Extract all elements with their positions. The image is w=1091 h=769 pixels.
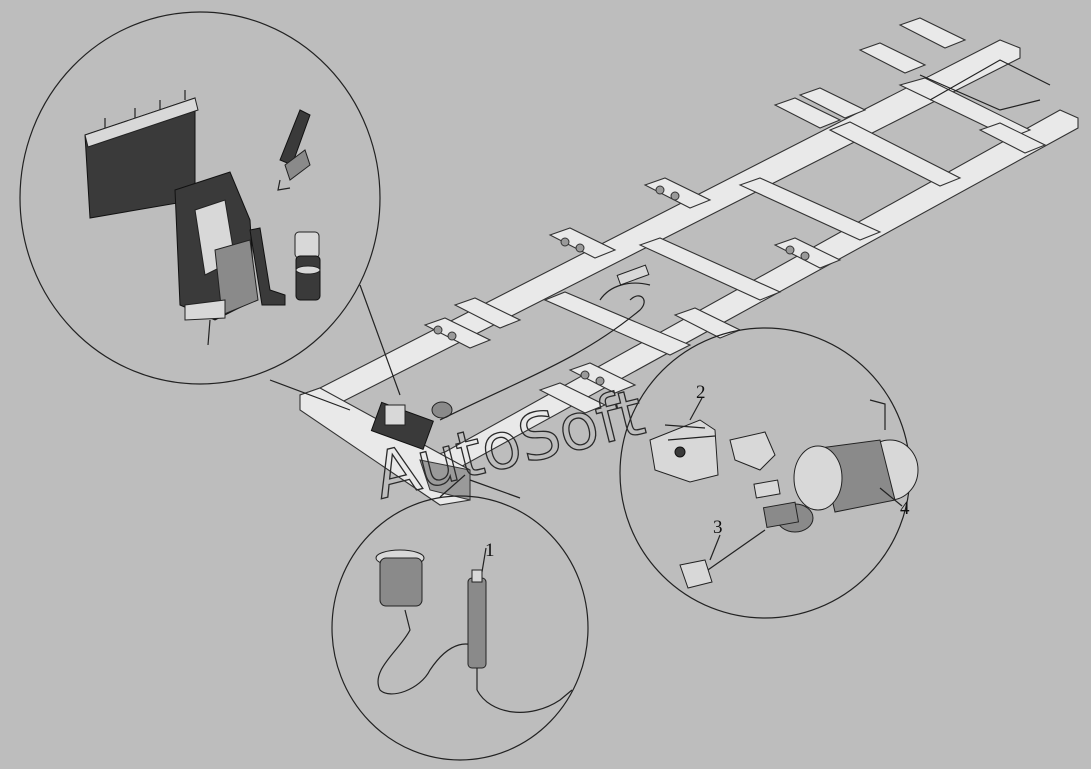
callout-4: 4 xyxy=(900,498,910,519)
bracket-holes xyxy=(433,185,810,386)
booster-flange xyxy=(793,445,843,511)
front-crossmember-face xyxy=(419,459,471,501)
brake-pedal-arm xyxy=(249,227,286,306)
detail-circle-booster xyxy=(619,327,919,619)
chassis-frame xyxy=(299,17,1079,506)
callout-3: 3 xyxy=(713,517,723,538)
clevis-bracket xyxy=(679,559,713,589)
crossmember-2 xyxy=(638,237,782,301)
small-bracket xyxy=(729,431,776,471)
clutch-hydraulic-line xyxy=(439,295,645,421)
frame-cylinder xyxy=(616,264,650,286)
crossmember-1 xyxy=(543,291,692,356)
frame-pedal-assembly xyxy=(370,401,453,450)
detail-circle-master-cylinder xyxy=(331,474,589,761)
fluid-reservoir xyxy=(295,255,321,301)
clutch-pedal-pad xyxy=(184,299,226,321)
callout-2: 2 xyxy=(696,382,706,403)
rear-x-brace xyxy=(919,74,1041,111)
reservoir-cap xyxy=(294,231,320,259)
master-cylinder-body xyxy=(467,577,487,669)
crossmember-5 xyxy=(898,77,1032,139)
callout-1: 1 xyxy=(485,540,495,561)
master-cylinder-line xyxy=(476,689,573,713)
reservoir-hose xyxy=(377,609,481,695)
detail-circle-pedal-box xyxy=(19,11,401,411)
crossmember-3 xyxy=(738,177,882,241)
reservoir-tank xyxy=(379,557,423,607)
crossmember-4 xyxy=(828,121,962,187)
push-rod xyxy=(704,529,766,573)
